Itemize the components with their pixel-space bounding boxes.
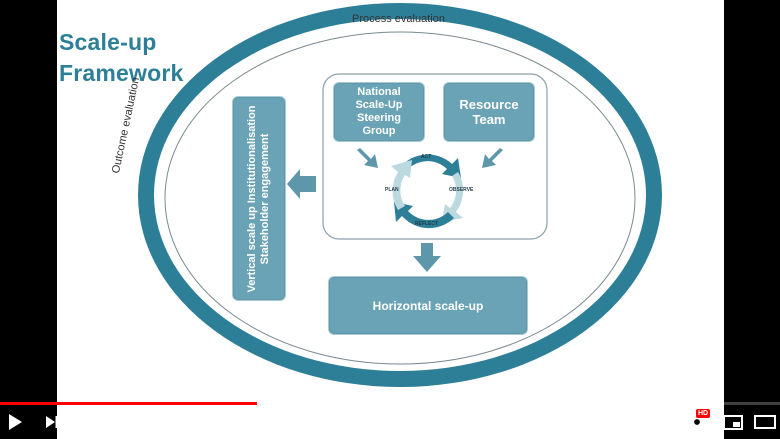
theater-button[interactable] — [752, 405, 778, 439]
played-bar — [0, 402, 258, 405]
next-button[interactable] — [40, 405, 64, 439]
play-button[interactable] — [2, 405, 28, 439]
steering-group-box: National Scale-Up Steering Group — [333, 82, 425, 142]
arrow-steering-to-cycle — [357, 148, 378, 168]
theater-icon — [754, 415, 776, 429]
vertical-scaleup-text: Vertical scale up Institutionalisation S… — [246, 104, 271, 293]
cc-icon: CC — [650, 414, 670, 430]
arrow-to-horizontal — [413, 243, 441, 272]
cycle-plan-label: PLAN — [385, 187, 399, 193]
volume-icon — [80, 415, 94, 429]
horizontal-scaleup-box: Horizontal scale-up — [328, 276, 528, 335]
slide-title-line1: Scale-up — [59, 29, 157, 55]
next-icon — [46, 416, 58, 428]
slide-title-line2: Framework — [59, 60, 184, 86]
control-bar: 4:49 / 14:34 CC HD — [0, 405, 780, 439]
hd-badge: HD — [696, 409, 711, 418]
settings-button[interactable]: HD — [684, 405, 711, 439]
resource-team-text: Resource Team — [459, 97, 519, 127]
pdca-cycle — [391, 154, 464, 229]
resource-team-box: Resource Team — [443, 82, 535, 142]
miniplayer-icon — [723, 414, 743, 430]
environment-label: Environment — [606, 180, 618, 248]
cycle-act-arc — [398, 154, 461, 178]
arrow-resource-to-cycle — [482, 148, 503, 168]
cycle-act-label: ACT — [421, 154, 432, 160]
play-icon — [9, 414, 22, 430]
cycle-reflect-arc — [394, 202, 454, 229]
miniplayer-button[interactable] — [721, 405, 745, 439]
cycle-reflect-label: REFLECT — [415, 221, 439, 227]
vertical-scaleup-box: Vertical scale up Institutionalisation S… — [232, 96, 286, 301]
process-ellipse — [164, 31, 636, 365]
cycle-observe-arc — [442, 172, 464, 222]
cycle-plan-arc — [391, 160, 412, 210]
cycle-observe-label: OBSERVE — [449, 187, 474, 193]
progress-bar[interactable] — [0, 402, 780, 405]
horizontal-scaleup-text: Horizontal scale-up — [372, 298, 484, 313]
time-display: 4:49 / 14:34 — [113, 414, 182, 429]
cc-button[interactable]: CC — [648, 405, 672, 439]
volume-button[interactable] — [76, 405, 100, 439]
arrow-to-vertical — [287, 169, 316, 199]
process-evaluation-label: Process evaluation — [352, 13, 445, 25]
steering-group-text: National Scale-Up Steering Group — [355, 86, 403, 137]
